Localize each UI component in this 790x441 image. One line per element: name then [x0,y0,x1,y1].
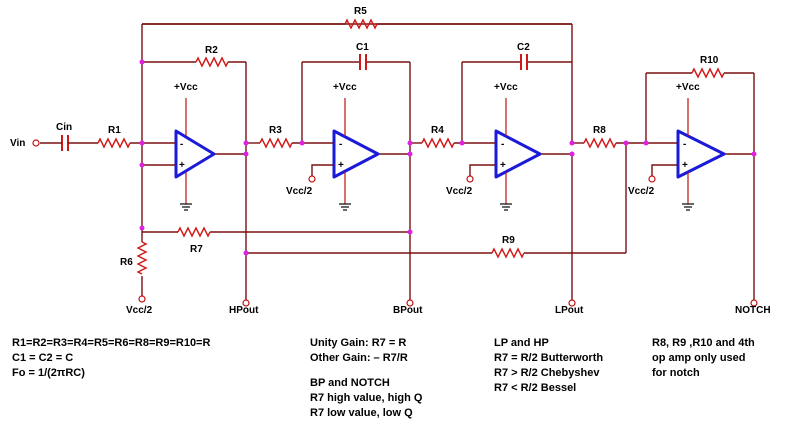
vcc-half-label-r6: Vcc/2 [126,305,153,316]
note-line: Unity Gain: R7 = R [310,337,407,349]
capacitor-cin [58,135,72,151]
opamp-1-minus: - [180,139,183,150]
vcc-label-4: +Vcc [676,82,700,93]
r5-label: R5 [354,6,367,17]
notes-bp-notch: BP and NOTCH R7 high value, high Q R7 lo… [310,376,422,421]
vcc-half-label-3: Vcc/2 [446,186,473,197]
r7-label: R7 [190,244,203,255]
cin-label: Cin [56,122,72,133]
r8-label: R8 [593,125,606,136]
note-line: R8, R9 ,R10 and 4th [652,337,755,349]
opamp-3-minus: - [501,139,504,150]
resistor-r2 [195,56,229,68]
opamp-4-plus: + [682,160,688,171]
vcc-label-1: +Vcc [174,82,198,93]
hpout-label: HPout [229,305,259,316]
r3-label: R3 [269,125,282,136]
note-line: Fo = 1/(2πRC) [12,367,85,379]
opamp-2-minus: - [339,139,342,150]
lpout-label: LPout [555,305,584,316]
opamp-1 [174,110,216,211]
vcc-label-2: +Vcc [333,82,357,93]
c1-label: C1 [356,42,369,53]
resistor-r10 [691,67,725,79]
opamp-3 [494,110,542,211]
note-line: R7 high value, high Q [310,392,423,404]
r9-label: R9 [502,235,515,246]
capacitor-c2 [520,54,528,70]
note-line: R7 < R/2 Bessel [494,382,577,394]
note-line: LP and HP [494,337,549,349]
resistor-r4 [421,137,455,149]
note-line: for notch [652,367,700,379]
notes-equalities: R1=R2=R3=R4=R5=R6=R8=R9=R10=R C1 = C2 = … [12,336,210,381]
terminals [32,139,758,307]
opamp-2-plus: + [338,160,344,171]
resistor-r7 [177,226,211,238]
resistor-r3 [259,137,293,149]
c2-label: C2 [517,42,530,53]
resistor-r1 [97,137,131,149]
note-line: BP and NOTCH [310,377,390,389]
note-line: R7 low value, low Q [310,407,413,419]
bpout-label: BPout [393,305,423,316]
r1-label: R1 [108,125,121,136]
vcc-half-label-2: Vcc/2 [286,186,313,197]
vin-label: Vin [10,138,25,149]
opamp-1-plus: + [179,160,185,171]
r2-label: R2 [205,45,218,56]
notes-gain: Unity Gain: R7 = R Other Gain: – R7/R [310,336,408,366]
opamp-3-plus: + [500,160,506,171]
notes-lp-hp: LP and HP R7 = R/2 Butterworth R7 > R/2 … [494,336,603,396]
resistor-r9 [491,247,525,259]
resistor-r8 [583,137,617,149]
resistor-r5 [344,18,378,30]
note-line: Other Gain: – R7/R [310,352,408,364]
capacitors [58,54,528,151]
r4-label: R4 [431,125,444,136]
junctions [139,59,757,256]
r10-label: R10 [700,55,719,66]
vcc-half-label-4: Vcc/2 [628,186,655,197]
note-line: C1 = C2 = C [12,352,74,364]
note-line: op amp only used [652,352,746,364]
note-line: R7 > R/2 Chebyshev [494,367,600,379]
opamp-4 [676,110,726,211]
note-line: R1=R2=R3=R4=R5=R6=R8=R9=R10=R [12,337,211,349]
note-line: R7 = R/2 Butterworth [494,352,604,364]
opamp-2 [332,110,380,211]
resistors [97,18,725,275]
notes-notch-only: R8, R9 ,R10 and 4th op amp only used for… [652,336,755,381]
wires [40,23,755,300]
opamp-4-minus: - [683,139,686,150]
component-labels: Vin Cin R1 R5 R2 R3 C1 R4 C2 R8 R10 R7 R… [10,6,771,316]
capacitor-c1 [359,54,367,70]
vcc-label-3: +Vcc [494,82,518,93]
r6-label: R6 [120,257,133,268]
notch-label: NOTCH [735,305,771,316]
resistor-r6 [136,241,148,275]
